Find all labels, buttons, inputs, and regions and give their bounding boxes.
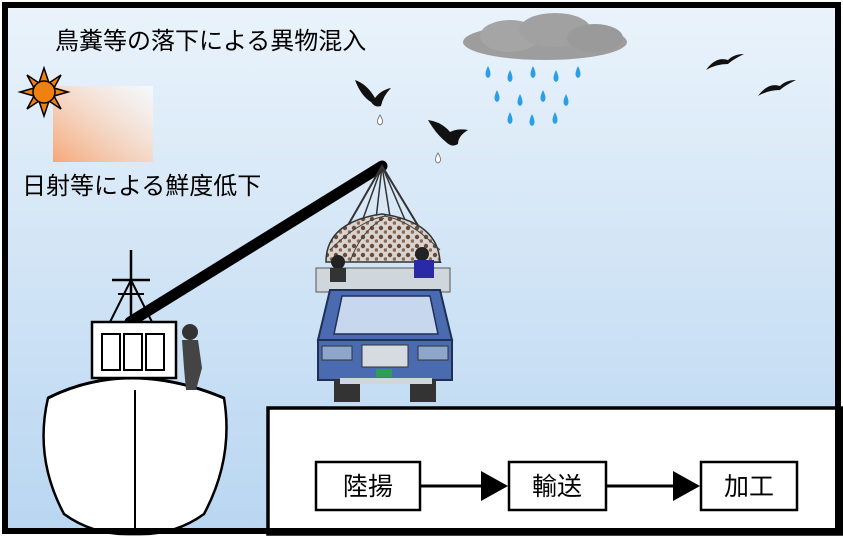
bird-icon <box>355 54 796 146</box>
sun-icon <box>17 65 71 119</box>
fishing-boat-icon <box>42 250 228 536</box>
contamination-label: 鳥糞等の落下による異物混入 <box>55 27 366 55</box>
rain-cloud-icon <box>463 13 627 126</box>
sunlight-patch <box>53 86 153 162</box>
flow-step-landing-label: 陸揚 <box>343 472 393 501</box>
flow-step-landing: 陸揚 <box>314 460 422 512</box>
dropping-icon <box>377 114 441 164</box>
flow-step-processing: 加工 <box>699 460 799 512</box>
crane-boom <box>124 160 388 328</box>
truck-icon <box>315 267 454 402</box>
fish-net-icon <box>325 164 442 264</box>
flow-step-transport: 輸送 <box>507 460 608 512</box>
worker-icon <box>330 247 434 282</box>
freshness-label: 日射等による鮮度低下 <box>22 172 261 200</box>
flow-step-transport-label: 輸送 <box>532 472 582 501</box>
flow-step-processing-label: 加工 <box>724 472 774 501</box>
